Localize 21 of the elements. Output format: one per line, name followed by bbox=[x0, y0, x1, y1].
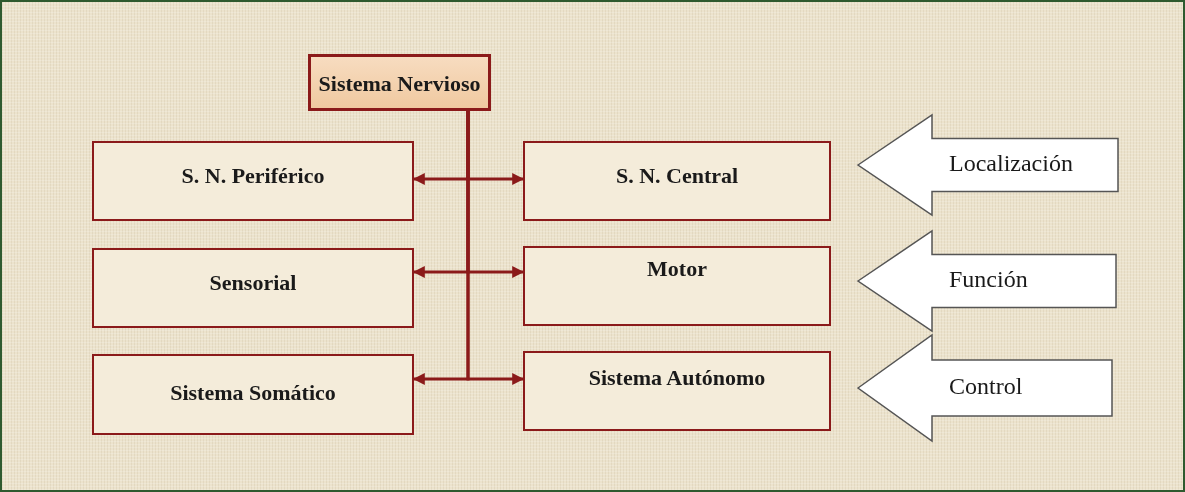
category-box bbox=[92, 141, 414, 221]
callout-label: Función bbox=[949, 266, 1029, 293]
box-label: S. N. Periférico bbox=[180, 163, 326, 189]
category-box bbox=[92, 248, 414, 328]
category-box bbox=[523, 141, 831, 221]
pointer-callout bbox=[857, 230, 1117, 332]
box-label: Motor bbox=[646, 256, 708, 282]
root-box bbox=[308, 54, 491, 111]
box-label: S. N. Central bbox=[614, 163, 740, 189]
box-label: Sistema Nervioso bbox=[317, 71, 482, 97]
category-box bbox=[523, 246, 831, 326]
category-box bbox=[92, 354, 414, 435]
callout-label: Control bbox=[949, 373, 1024, 400]
box-label: Sistema Autónomo bbox=[587, 365, 767, 391]
callout-label: Localización bbox=[949, 150, 1074, 177]
pointer-callout bbox=[857, 334, 1113, 442]
box-label: Sensorial bbox=[208, 270, 298, 296]
box-label: Sistema Somático bbox=[169, 380, 337, 406]
category-box bbox=[523, 351, 831, 431]
pointer-callout bbox=[857, 114, 1119, 216]
connector-arrow bbox=[466, 111, 525, 385]
